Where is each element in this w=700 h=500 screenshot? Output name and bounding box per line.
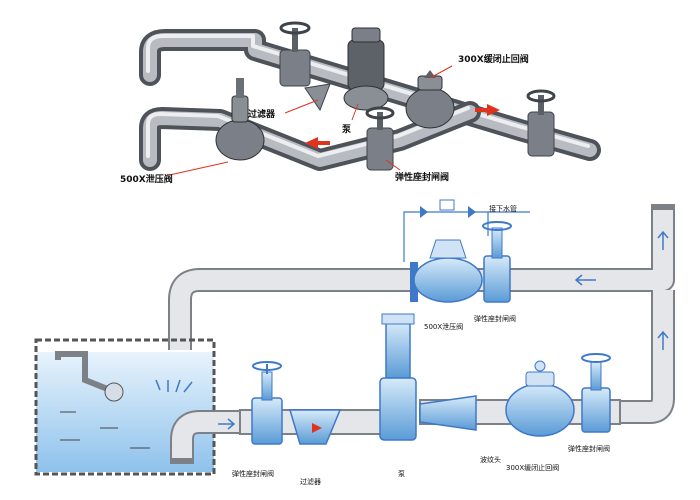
top-illustration: 300X缓闭止回阀 过滤器 泵 500X泄压阀 弹性座封闸阀 — [120, 21, 601, 185]
label-gate-valve-inlet: 弹性座封闸阀 — [232, 469, 274, 478]
label-pump-top: 泵 — [342, 124, 352, 135]
handwheel-icon — [252, 361, 282, 371]
spray — [155, 379, 193, 393]
label-pump-bottom: 泵 — [398, 470, 405, 478]
gate-valve-inlet — [251, 361, 283, 445]
check-valve-bottom — [505, 360, 575, 437]
label-gate-valve-outlet: 弹性座封闸阀 — [568, 444, 610, 453]
pump-bottom — [379, 313, 417, 441]
label-gate-valve-relief: 弹性座封闸阀 — [474, 314, 516, 323]
label-relief-valve-bottom: 500X泄压阀 — [424, 322, 463, 331]
label-strainer-bottom: 过滤器 — [300, 477, 321, 486]
pump-top — [343, 27, 389, 111]
bottom-schematic: 接下水管 500X泄压阀 弹性座封闸阀 弹性座封闸阀 过滤器 泵 波纹头 300… — [34, 199, 675, 486]
float-ball-icon — [104, 382, 124, 402]
check-valve-top — [405, 70, 455, 129]
label-relief-valve-top: 500X泄压阀 — [120, 173, 173, 185]
gate-valve-right-top — [526, 89, 556, 157]
strainer-bottom — [288, 409, 342, 445]
handwheel-icon — [365, 106, 395, 120]
arrow-icon — [305, 104, 500, 149]
handwheel-icon — [279, 21, 311, 35]
gate-valve-lower-top — [365, 106, 395, 171]
label-check-valve-top: 300X缓闭止回阀 — [458, 53, 529, 65]
relief-valve-bottom — [403, 199, 530, 303]
relief-valve-top — [215, 78, 265, 161]
bottom-labels: 接下水管 500X泄压阀 弹性座封闸阀 弹性座封闸阀 过滤器 泵 波纹头 300… — [232, 204, 610, 486]
label-drain-pipe: 接下水管 — [489, 204, 517, 213]
gate-valve-outlet — [581, 353, 611, 433]
gate-valve-upper-left — [279, 21, 311, 87]
label-strainer-top: 过滤器 — [248, 108, 276, 120]
label-joint: 波纹头 — [480, 455, 501, 464]
joint — [419, 395, 477, 431]
handwheel-icon — [581, 353, 611, 363]
gate-valve-relief — [482, 221, 512, 303]
arrow-icon — [218, 230, 669, 430]
float-valve — [55, 351, 124, 402]
strainer-top — [304, 83, 331, 112]
label-gate-valve-top: 弹性座封闸阀 — [395, 171, 449, 183]
label-check-valve-bottom: 300X缓闭止回阀 — [506, 463, 559, 472]
handwheel-icon — [482, 221, 512, 231]
handwheel-icon — [526, 89, 556, 103]
